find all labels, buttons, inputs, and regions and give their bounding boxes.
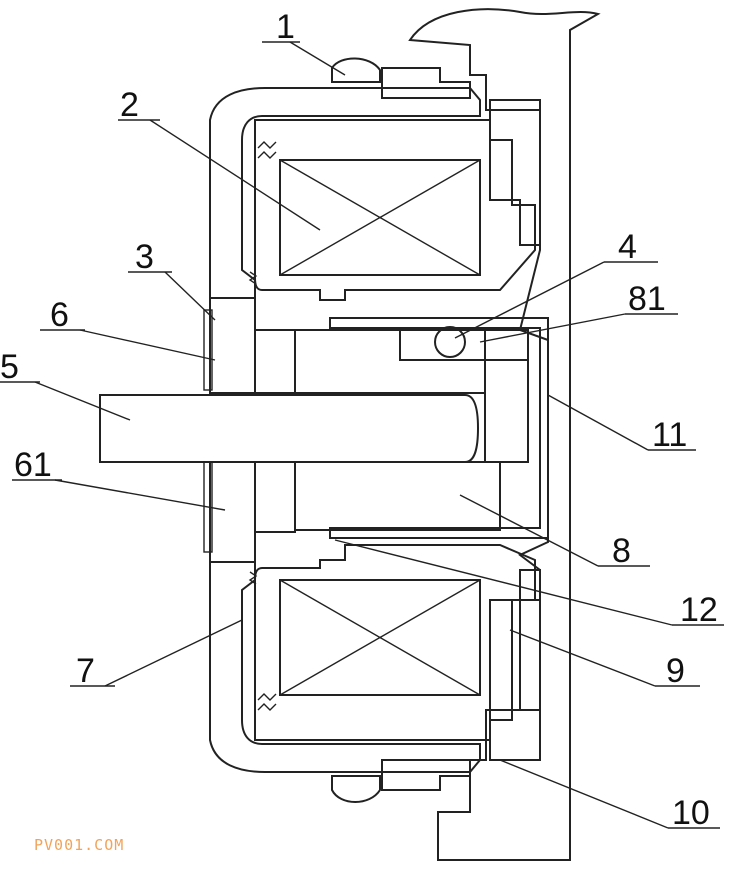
leader-lines	[0, 41, 724, 829]
label-2: 2	[120, 86, 139, 124]
outer-shell-7	[209, 87, 481, 773]
label-3: 3	[135, 238, 154, 276]
label-8: 8	[612, 532, 631, 570]
label-11: 11	[652, 416, 687, 454]
spring-bottom	[248, 571, 258, 585]
ball-4	[434, 326, 466, 358]
coil-2-top	[257, 141, 481, 276]
label-9: 9	[666, 652, 685, 690]
watermark: PV001.COM	[34, 836, 124, 854]
shaft-5	[99, 394, 480, 463]
rotor-magnet-8	[294, 329, 529, 531]
sleeve-11	[329, 317, 549, 539]
bobbin-bottom	[254, 544, 541, 761]
end-cap-6	[203, 297, 296, 563]
spring-top	[248, 271, 258, 285]
label-4: 4	[618, 228, 637, 266]
base-plate-10	[408, 8, 601, 861]
coil-2-bottom	[257, 579, 481, 711]
label-5: 5	[0, 348, 19, 386]
label-7: 7	[76, 652, 95, 690]
label-1: 1	[276, 8, 295, 46]
label-10: 10	[672, 794, 710, 832]
clip-part-1	[331, 57, 471, 803]
label-6: 6	[50, 296, 69, 334]
label-12: 12	[680, 591, 718, 629]
bobbin-top	[254, 99, 541, 301]
label-61: 61	[14, 446, 52, 484]
label-81: 81	[628, 280, 666, 318]
